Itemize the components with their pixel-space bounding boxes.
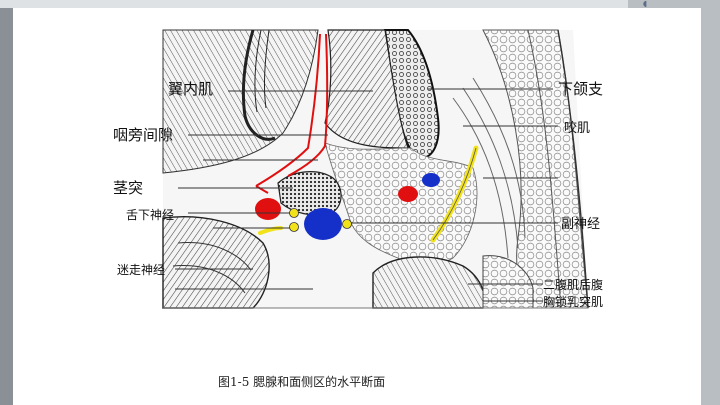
label-vagus: 迷走神经	[117, 263, 165, 277]
label-digastric: 二腹肌后腹	[543, 278, 603, 292]
external-carotid-artery	[398, 186, 418, 202]
label-accessory-nerve: 副神经	[561, 217, 600, 232]
corner-icon[interactable]: ◖	[642, 0, 648, 8]
right-labels: 下颌支 咬肌 副神经 二腹肌后腹 胸锁乳突肌	[543, 80, 603, 309]
label-hypoglossal: 舌下神经	[126, 208, 174, 222]
vessels-and-nerves	[255, 145, 479, 243]
cross-section-tissue	[162, 29, 589, 309]
window-top-strip	[0, 0, 720, 8]
vagus-nerve-dot	[289, 222, 299, 232]
parapharyngeal-outline	[255, 33, 329, 194]
retromandibular-vein	[422, 173, 440, 187]
anatomy-diagram: 翼内肌 咽旁间隙 茎突 舌下神经 迷走神经 下颌支 咬肌 副神经 二腹肌后腹 胸…	[113, 29, 603, 389]
label-pterygoid: 翼内肌	[168, 80, 213, 98]
internal-jugular-vein	[304, 208, 342, 240]
accessory-nerve-dot	[342, 219, 352, 229]
hypoglossal-nerve-dot	[289, 208, 299, 218]
label-masseter: 咬肌	[564, 120, 590, 136]
label-styloid: 茎突	[113, 179, 143, 197]
leader-lines	[175, 88, 558, 302]
label-mandible-ramus: 下颌支	[558, 80, 603, 98]
label-parapharyngeal: 咽旁间隙	[113, 126, 173, 144]
left-labels: 翼内肌 咽旁间隙 茎突 舌下神经 迷走神经	[113, 80, 213, 277]
figure-caption: 图1-5 腮腺和面侧区的水平断面	[218, 374, 385, 389]
label-sternocleidomastoid: 胸锁乳突肌	[543, 294, 603, 309]
slide-canvas: 翼内肌 咽旁间隙 茎突 舌下神经 迷走神经 下颌支 咬肌 副神经 二腹肌后腹 胸…	[13, 8, 701, 405]
internal-carotid-artery	[255, 198, 281, 220]
